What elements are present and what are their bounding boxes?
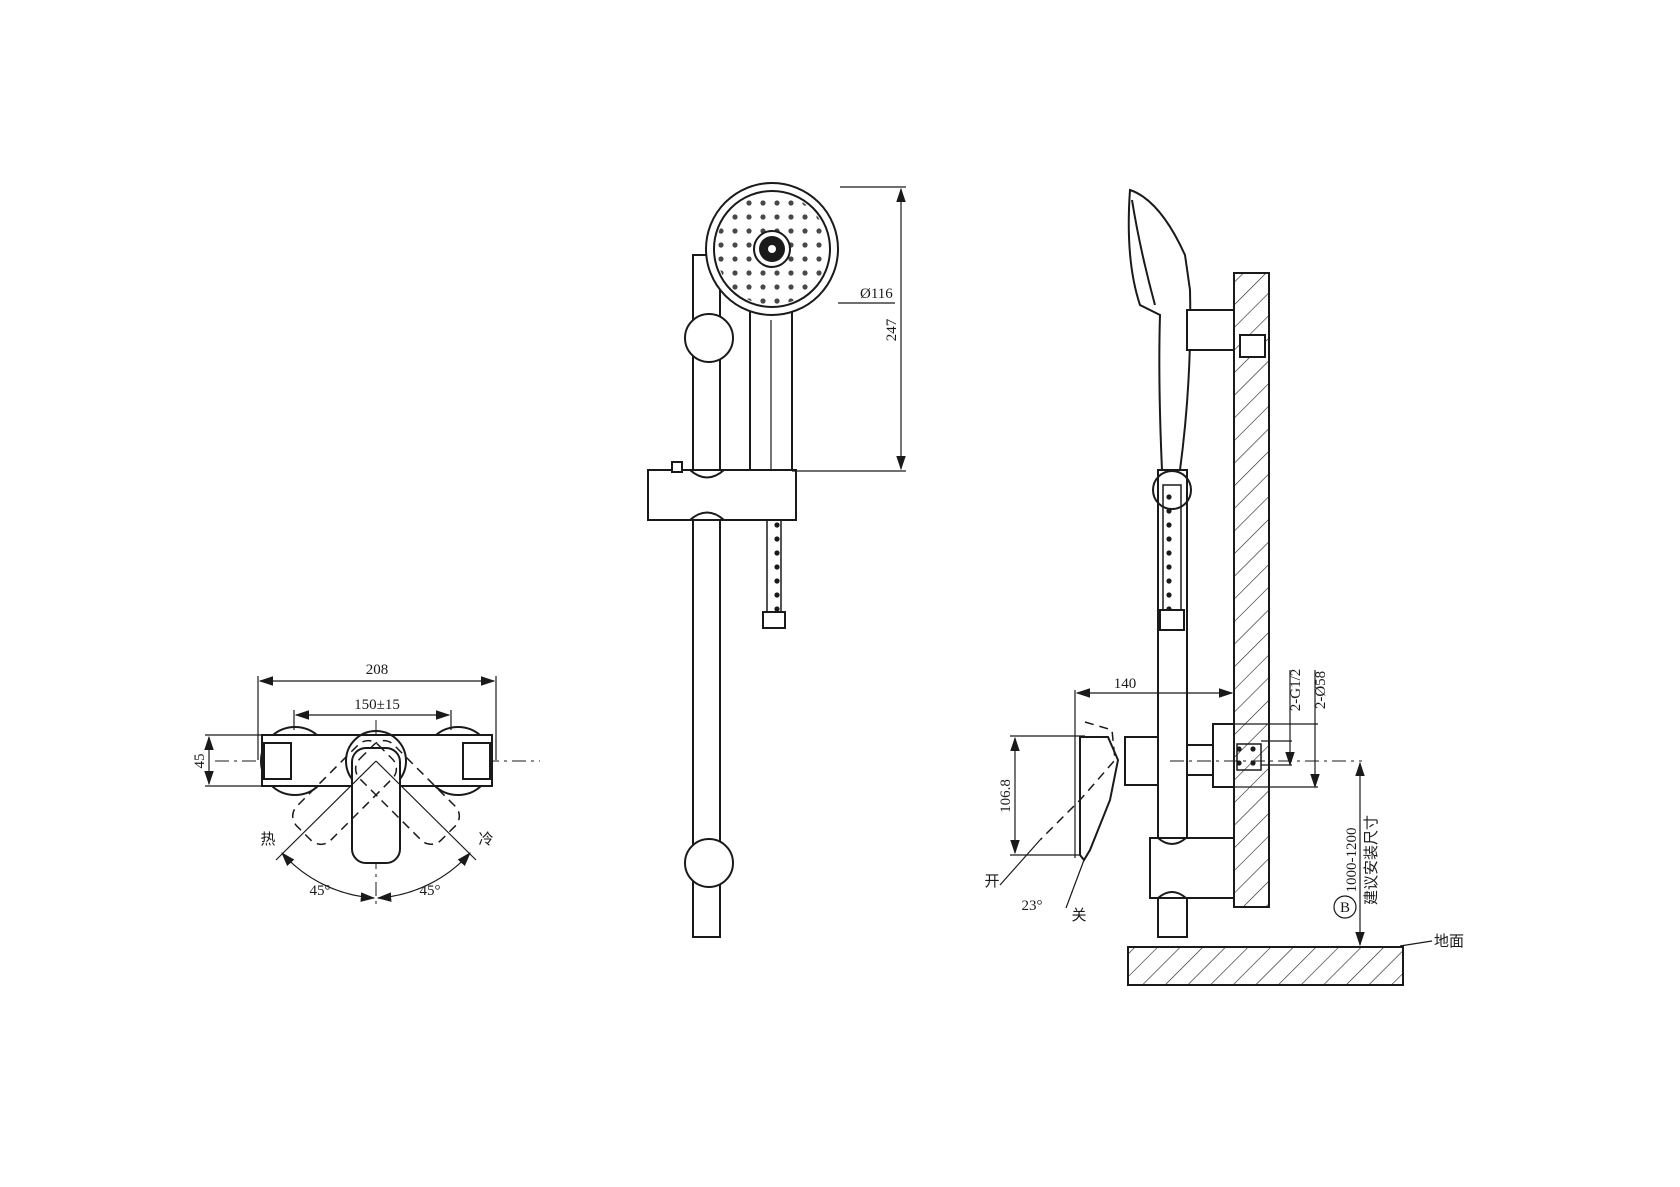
dim-projection: 140 xyxy=(1114,676,1137,692)
cover-diameter: 2-Ø58 xyxy=(1313,671,1329,709)
dim-head-length: 247 xyxy=(884,318,900,341)
cold-label: 冷 xyxy=(478,831,493,848)
close-label: 关 xyxy=(1071,907,1086,924)
install-height-note: 建议安装尺寸 xyxy=(1363,815,1380,905)
thread-spec: 2-G1/2 xyxy=(1288,669,1304,712)
dim-handle-height: 106.8 xyxy=(998,779,1014,813)
dim-overall-width: 208 xyxy=(366,662,389,678)
dim-head-diameter: Ø116 xyxy=(860,286,893,302)
hot-angle: 45° xyxy=(310,883,331,899)
wall-bracket-top xyxy=(684,313,734,363)
open-label: 开 xyxy=(984,874,999,890)
wall-section xyxy=(1233,272,1270,908)
handle-angle: 23° xyxy=(1022,898,1043,914)
marker-b: B xyxy=(1340,900,1350,916)
install-height: 1000-1200 xyxy=(1344,828,1360,893)
dim-center-distance: 150±15 xyxy=(354,697,400,713)
floor-section xyxy=(1127,946,1404,986)
side-view: 140 106.8 开 23° 关 2-G1/2 2-Ø58 1000-1200… xyxy=(984,188,1464,986)
shower-rail-view: 247 Ø116 xyxy=(647,182,906,938)
dim-body-height: 45 xyxy=(192,754,208,769)
front-view: 208 150±15 45 45° 45° 热 冷 xyxy=(192,662,540,905)
cold-angle: 45° xyxy=(420,883,441,899)
hot-label: 热 xyxy=(260,831,275,848)
wall-bracket-bottom xyxy=(684,838,734,888)
floor-label: 地面 xyxy=(1434,933,1464,950)
